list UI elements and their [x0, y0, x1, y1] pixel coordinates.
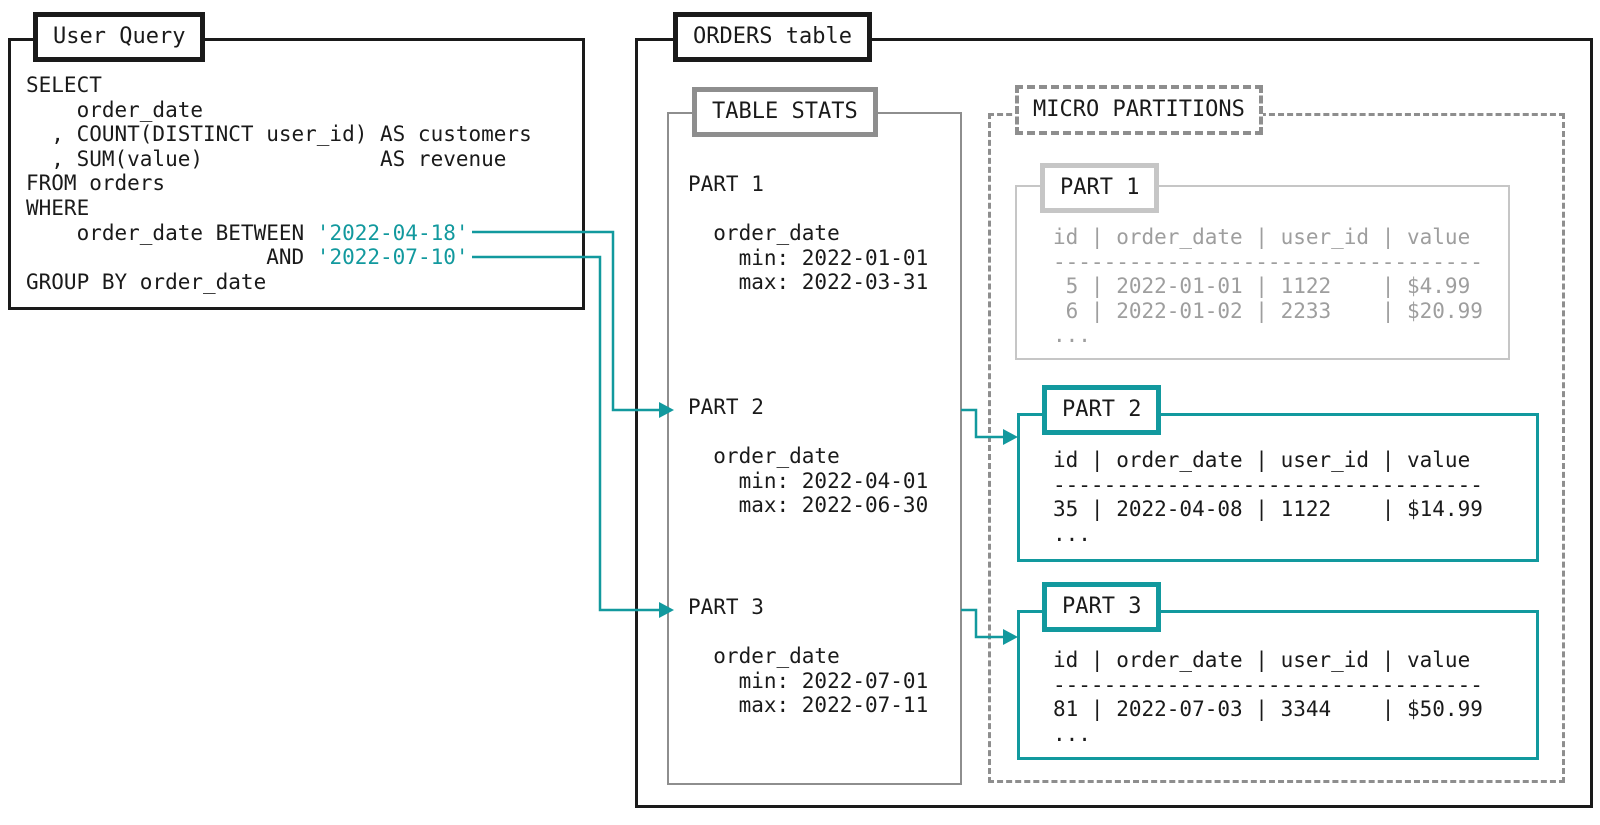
- stats-part-name: PART 2: [688, 395, 764, 419]
- stats-min: min: 2022-07-01: [688, 668, 929, 693]
- stats-part-3: PART 3 order_date min: 2022-07-01 max: 2…: [688, 595, 928, 718]
- stats-column: order_date: [688, 221, 840, 246]
- partition-2-content: id | order_date | user_id | value ------…: [1053, 448, 1483, 546]
- partition-divider: ----------------------------------: [1053, 472, 1483, 497]
- partition-divider: ----------------------------------: [1053, 672, 1483, 697]
- sql-line: , SUM(value) AS revenue: [26, 146, 507, 171]
- stats-max: max: 2022-07-11: [688, 693, 929, 718]
- micro-partitions-box: [988, 113, 1565, 783]
- sql-code: SELECT order_date , COUNT(DISTINCT user_…: [26, 73, 532, 294]
- stats-part-name: PART 3: [688, 595, 764, 619]
- sql-between-prefix: order_date BETWEEN: [26, 220, 317, 245]
- stats-min: min: 2022-04-01: [688, 468, 929, 493]
- partition-data-row: 6 | 2022-01-02 | 2233 | $20.99: [1053, 298, 1483, 323]
- sql-line-and: AND '2022-07-10': [26, 245, 532, 270]
- partition-3-content: id | order_date | user_id | value ------…: [1053, 648, 1483, 746]
- partition-data-row: 81 | 2022-07-03 | 3344 | $50.99: [1053, 697, 1483, 722]
- partition-table-1: [1015, 185, 1510, 360]
- partition-data-row: 35 | 2022-04-08 | 1122 | $14.99: [1053, 497, 1483, 522]
- sql-line: , COUNT(DISTINCT user_id) AS customers: [26, 122, 532, 147]
- sql-line: WHERE: [26, 195, 90, 220]
- sql-line-between: order_date BETWEEN '2022-04-18': [26, 221, 532, 246]
- partition-header-row: id | order_date | user_id | value: [1053, 648, 1471, 672]
- partition-header-row: id | order_date | user_id | value: [1053, 225, 1471, 249]
- stats-part-2: PART 2 order_date min: 2022-04-01 max: 2…: [688, 395, 928, 518]
- stats-column: order_date: [688, 444, 840, 469]
- stats-min: min: 2022-01-01: [688, 245, 929, 270]
- micro-partitions-title: MICRO PARTITIONS: [1015, 85, 1263, 135]
- orders-table-title: ORDERS table: [673, 12, 872, 62]
- query-date-from: '2022-04-18': [316, 220, 469, 245]
- stats-max: max: 2022-03-31: [688, 270, 929, 295]
- sql-line: FROM orders: [26, 171, 166, 196]
- partition-title-2: PART 2: [1042, 385, 1162, 435]
- partition-divider: ----------------------------------: [1053, 249, 1483, 274]
- stats-max: max: 2022-06-30: [688, 493, 929, 518]
- partition-title-1: PART 1: [1040, 163, 1160, 213]
- query-date-to: '2022-07-10': [316, 245, 469, 270]
- sql-line: SELECT: [26, 73, 102, 97]
- partition-table-2: [1017, 413, 1539, 562]
- partition-ellipsis: ...: [1053, 521, 1091, 546]
- sql-line: GROUP BY order_date: [26, 269, 267, 294]
- partition-ellipsis: ...: [1053, 721, 1091, 746]
- stats-part-name: PART 1: [688, 172, 764, 196]
- sql-and-prefix: AND: [26, 245, 317, 270]
- partition-data-row: 5 | 2022-01-01 | 1122 | $4.99: [1053, 274, 1471, 299]
- user-query-box: [8, 38, 585, 310]
- partition-1-content: id | order_date | user_id | value ------…: [1053, 225, 1483, 348]
- partition-table-3: [1017, 610, 1539, 760]
- partition-title-3: PART 3: [1042, 582, 1162, 632]
- stats-part-1: PART 1 order_date min: 2022-01-01 max: 2…: [688, 172, 928, 295]
- user-query-title: User Query: [33, 12, 206, 62]
- stats-column: order_date: [688, 644, 840, 669]
- table-stats-title: TABLE STATS: [692, 87, 878, 137]
- sql-line: order_date: [26, 97, 204, 122]
- partition-ellipsis: ...: [1053, 323, 1091, 348]
- partition-header-row: id | order_date | user_id | value: [1053, 448, 1471, 472]
